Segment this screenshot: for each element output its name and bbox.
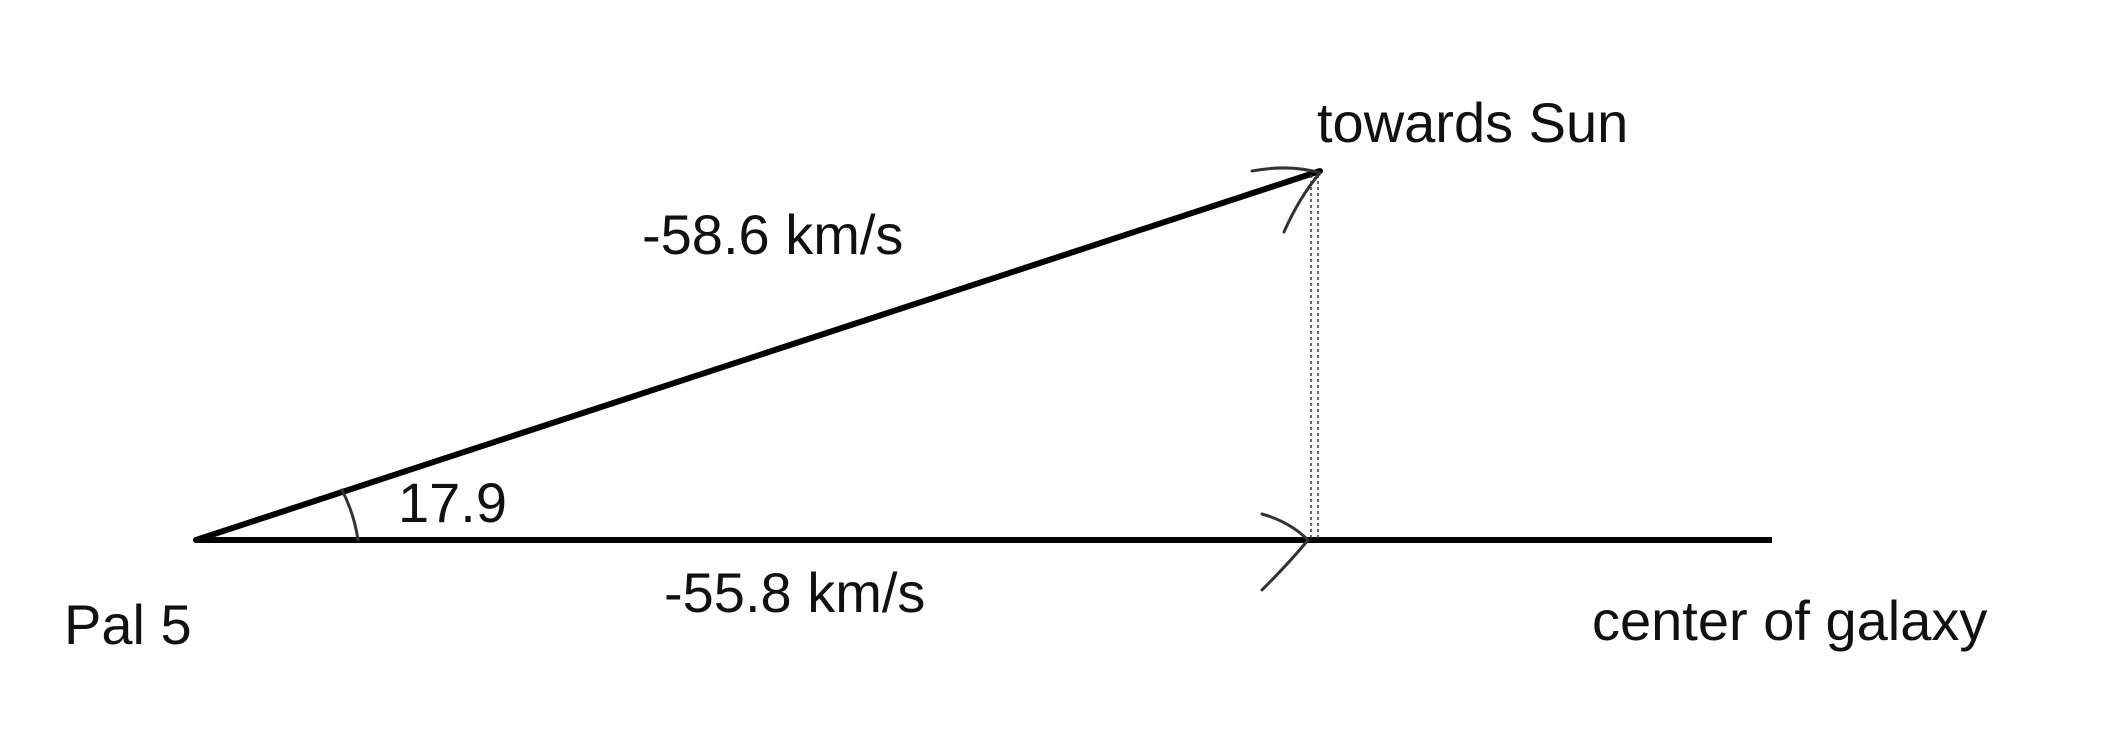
projected-velocity-label: -55.8 km/s [664, 561, 925, 624]
galaxy-direction-label: center of galaxy [1592, 589, 1987, 652]
radial-velocity-label: -58.6 km/s [642, 203, 903, 266]
sun-vector-arrowhead [1250, 166, 1322, 234]
origin-label: Pal 5 [64, 593, 192, 656]
angle-label: 17.9 [398, 471, 507, 534]
sun-vector-line [193, 168, 1323, 543]
angle-arc [340, 488, 360, 542]
sun-direction-label: towards Sun [1317, 91, 1628, 154]
projected-vector-arrowhead [1260, 512, 1310, 592]
projection-line [1310, 175, 1319, 540]
